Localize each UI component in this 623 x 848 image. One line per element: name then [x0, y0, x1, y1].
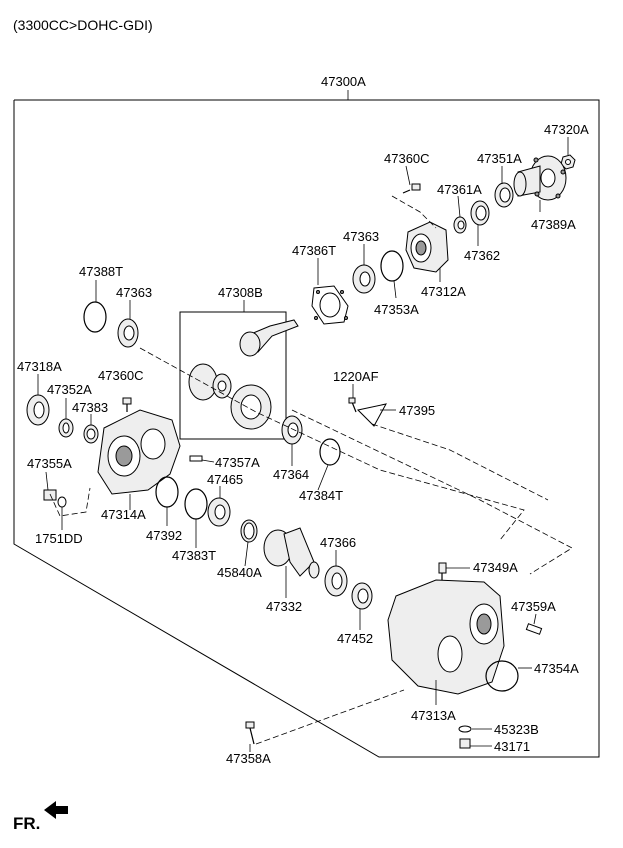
part-45323B-washer [458, 725, 472, 733]
part-43171-drain-plug [459, 738, 471, 749]
part-47308B-pinion-shaft [239, 319, 299, 357]
part-47349A-vent-plug [438, 562, 447, 580]
part-47384T-shim [319, 438, 341, 466]
label-47357A: 47357A [215, 455, 260, 470]
part-47332-output-shaft-gear [263, 527, 320, 579]
label-47360C-left: 47360C [98, 368, 144, 383]
label-47388T: 47388T [79, 264, 123, 279]
assembly-number-label: 47300A [321, 74, 366, 89]
assembly-dash-line [255, 689, 405, 745]
part-47389A-companion-flange [513, 155, 567, 201]
part-47360C-top-bolt [402, 183, 421, 194]
leader-lines [37, 137, 569, 752]
label-43171: 43171 [494, 739, 530, 754]
label-47366: 47366 [320, 535, 356, 550]
assembly-dash-line [49, 487, 91, 517]
label-47308B: 47308B [218, 285, 263, 300]
part-47308B-ring-gear [230, 384, 272, 430]
part-47354A-o-ring [485, 660, 519, 692]
label-47353A: 47353A [374, 302, 419, 317]
label-47355A: 47355A [27, 456, 72, 471]
front-arrow-icon [44, 801, 68, 819]
label-47363-left: 47363 [116, 285, 152, 300]
label-47359A: 47359A [511, 599, 556, 614]
label-47352A: 47352A [47, 382, 92, 397]
part-47395-bracket [356, 403, 387, 427]
label-47314A: 47314A [101, 507, 146, 522]
label-47362: 47362 [464, 248, 500, 263]
label-47395: 47395 [399, 403, 435, 418]
label-47363-top: 47363 [343, 229, 379, 244]
part-47383-ring [83, 424, 99, 444]
gear-set-47308B-box [179, 311, 287, 440]
part-47314A-transfer-case-cover [97, 409, 181, 495]
label-47320A: 47320A [544, 122, 589, 137]
label-1751DD: 1751DD [35, 531, 83, 546]
label-47364: 47364 [273, 467, 309, 482]
part-47388T-shim [83, 301, 107, 333]
part-47386T-gasket [311, 285, 349, 325]
label-47383: 47383 [72, 400, 108, 415]
label-47386T: 47386T [292, 243, 336, 258]
part-1220AF-bolt [348, 397, 357, 413]
part-47312A-extension-housing [405, 221, 449, 273]
part-47357A-pin [189, 455, 203, 462]
label-47313A: 47313A [411, 708, 456, 723]
assembly-dash-line [291, 409, 573, 575]
part-47363-left-bearing [117, 318, 139, 348]
label-47360C-top: 47360C [384, 151, 430, 166]
part-47351A-oil-seal [494, 182, 514, 208]
assembly-dash-line [371, 423, 549, 501]
part-47318A-seal [26, 394, 50, 426]
part-45840A-snap-ring [240, 519, 258, 543]
part-47361A-spacer [453, 216, 467, 234]
front-direction-label: FR. [13, 814, 40, 833]
part-47392-ring [155, 476, 179, 508]
part-47363-top-bearing [352, 264, 376, 294]
part-47308B-drive-pinion [188, 363, 232, 401]
label-47354A: 47354A [534, 661, 579, 676]
label-47312A: 47312A [421, 284, 466, 299]
part-47383T-shim [184, 488, 208, 520]
part-1751DD-washer [57, 496, 67, 508]
part-47465-bearing [207, 497, 231, 527]
part-47359A-dowel-pin [525, 623, 543, 635]
label-45840A: 45840A [217, 565, 262, 580]
label-47465: 47465 [207, 472, 243, 487]
label-47361A: 47361A [437, 182, 482, 197]
assembly-dash-line [391, 195, 437, 229]
engine-spec-label: (3300CC>DOHC-GDI) [13, 17, 153, 33]
label-47318A: 47318A [17, 359, 62, 374]
part-47366-bearing [324, 565, 348, 597]
label-47383T: 47383T [172, 548, 216, 563]
label-45323B: 45323B [494, 722, 539, 737]
label-47389A: 47389A [531, 217, 576, 232]
part-47355A-plug [43, 489, 57, 501]
label-47349A: 47349A [473, 560, 518, 575]
label-47392: 47392 [146, 528, 182, 543]
part-47353A-o-ring [380, 250, 404, 282]
part-47313A-transfer-case [387, 579, 505, 695]
label-47358A: 47358A [226, 751, 271, 766]
part-47358A-bolt [245, 721, 255, 745]
part-47362-bearing-race [470, 200, 490, 226]
label-47351A: 47351A [477, 151, 522, 166]
part-47364-bearing [281, 415, 303, 445]
part-47360C-left-bolt [122, 397, 132, 412]
assembly-frame [13, 99, 600, 758]
label-47452: 47452 [337, 631, 373, 646]
label-1220AF: 1220AF [333, 369, 379, 384]
part-47352A-seal [58, 418, 74, 438]
label-47384T: 47384T [299, 488, 343, 503]
label-47332: 47332 [266, 599, 302, 614]
part-47452-seal [351, 582, 373, 610]
